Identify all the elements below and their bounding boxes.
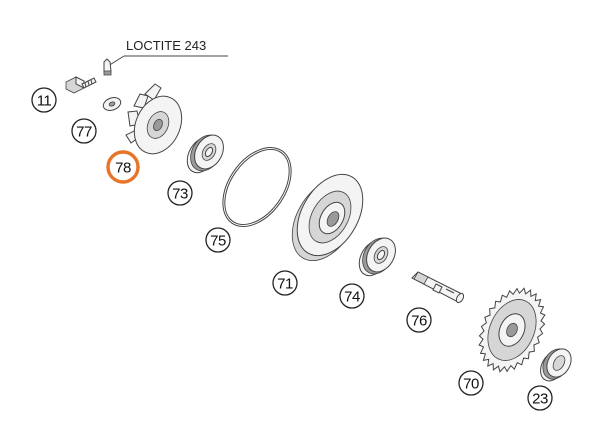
washer-icon [102,97,122,111]
impeller-icon [125,83,183,155]
callout-11[interactable]: 11 [31,87,57,113]
callout-74[interactable]: 74 [339,283,365,309]
gear-icon [478,287,546,373]
callout-label: 71 [277,276,293,293]
callout-label: 77 [76,124,92,141]
bolt-icon [65,76,97,94]
callout-75[interactable]: 75 [205,227,231,253]
callout-70[interactable]: 70 [458,370,484,396]
callout-label: 78 [115,160,131,177]
bearing-icon [186,134,224,174]
callout-78[interactable]: 78 [106,150,140,184]
callout-label: 70 [463,376,479,393]
callout-label: 76 [411,313,427,330]
callout-71[interactable]: 71 [272,270,298,296]
bearing-icon [358,237,396,277]
callout-76[interactable]: 76 [406,307,432,333]
callout-23[interactable]: 23 [527,385,553,411]
gear-cover-icon [291,173,364,261]
callout-label: 75 [210,233,226,250]
callout-label: 23 [532,391,548,408]
callout-label: 11 [37,93,52,110]
callout-label: 73 [172,186,188,203]
callout-77[interactable]: 77 [71,118,97,144]
loctite-note: LOCTITE 243 [107,38,228,67]
shaft-icon [411,271,465,304]
bearing-icon [540,348,572,382]
o-ring-icon [222,147,292,227]
loctite-note-label: LOCTITE 243 [126,38,206,53]
callout-73[interactable]: 73 [167,180,193,206]
callout-label: 74 [344,289,360,306]
loctite-drop-icon [103,58,112,76]
